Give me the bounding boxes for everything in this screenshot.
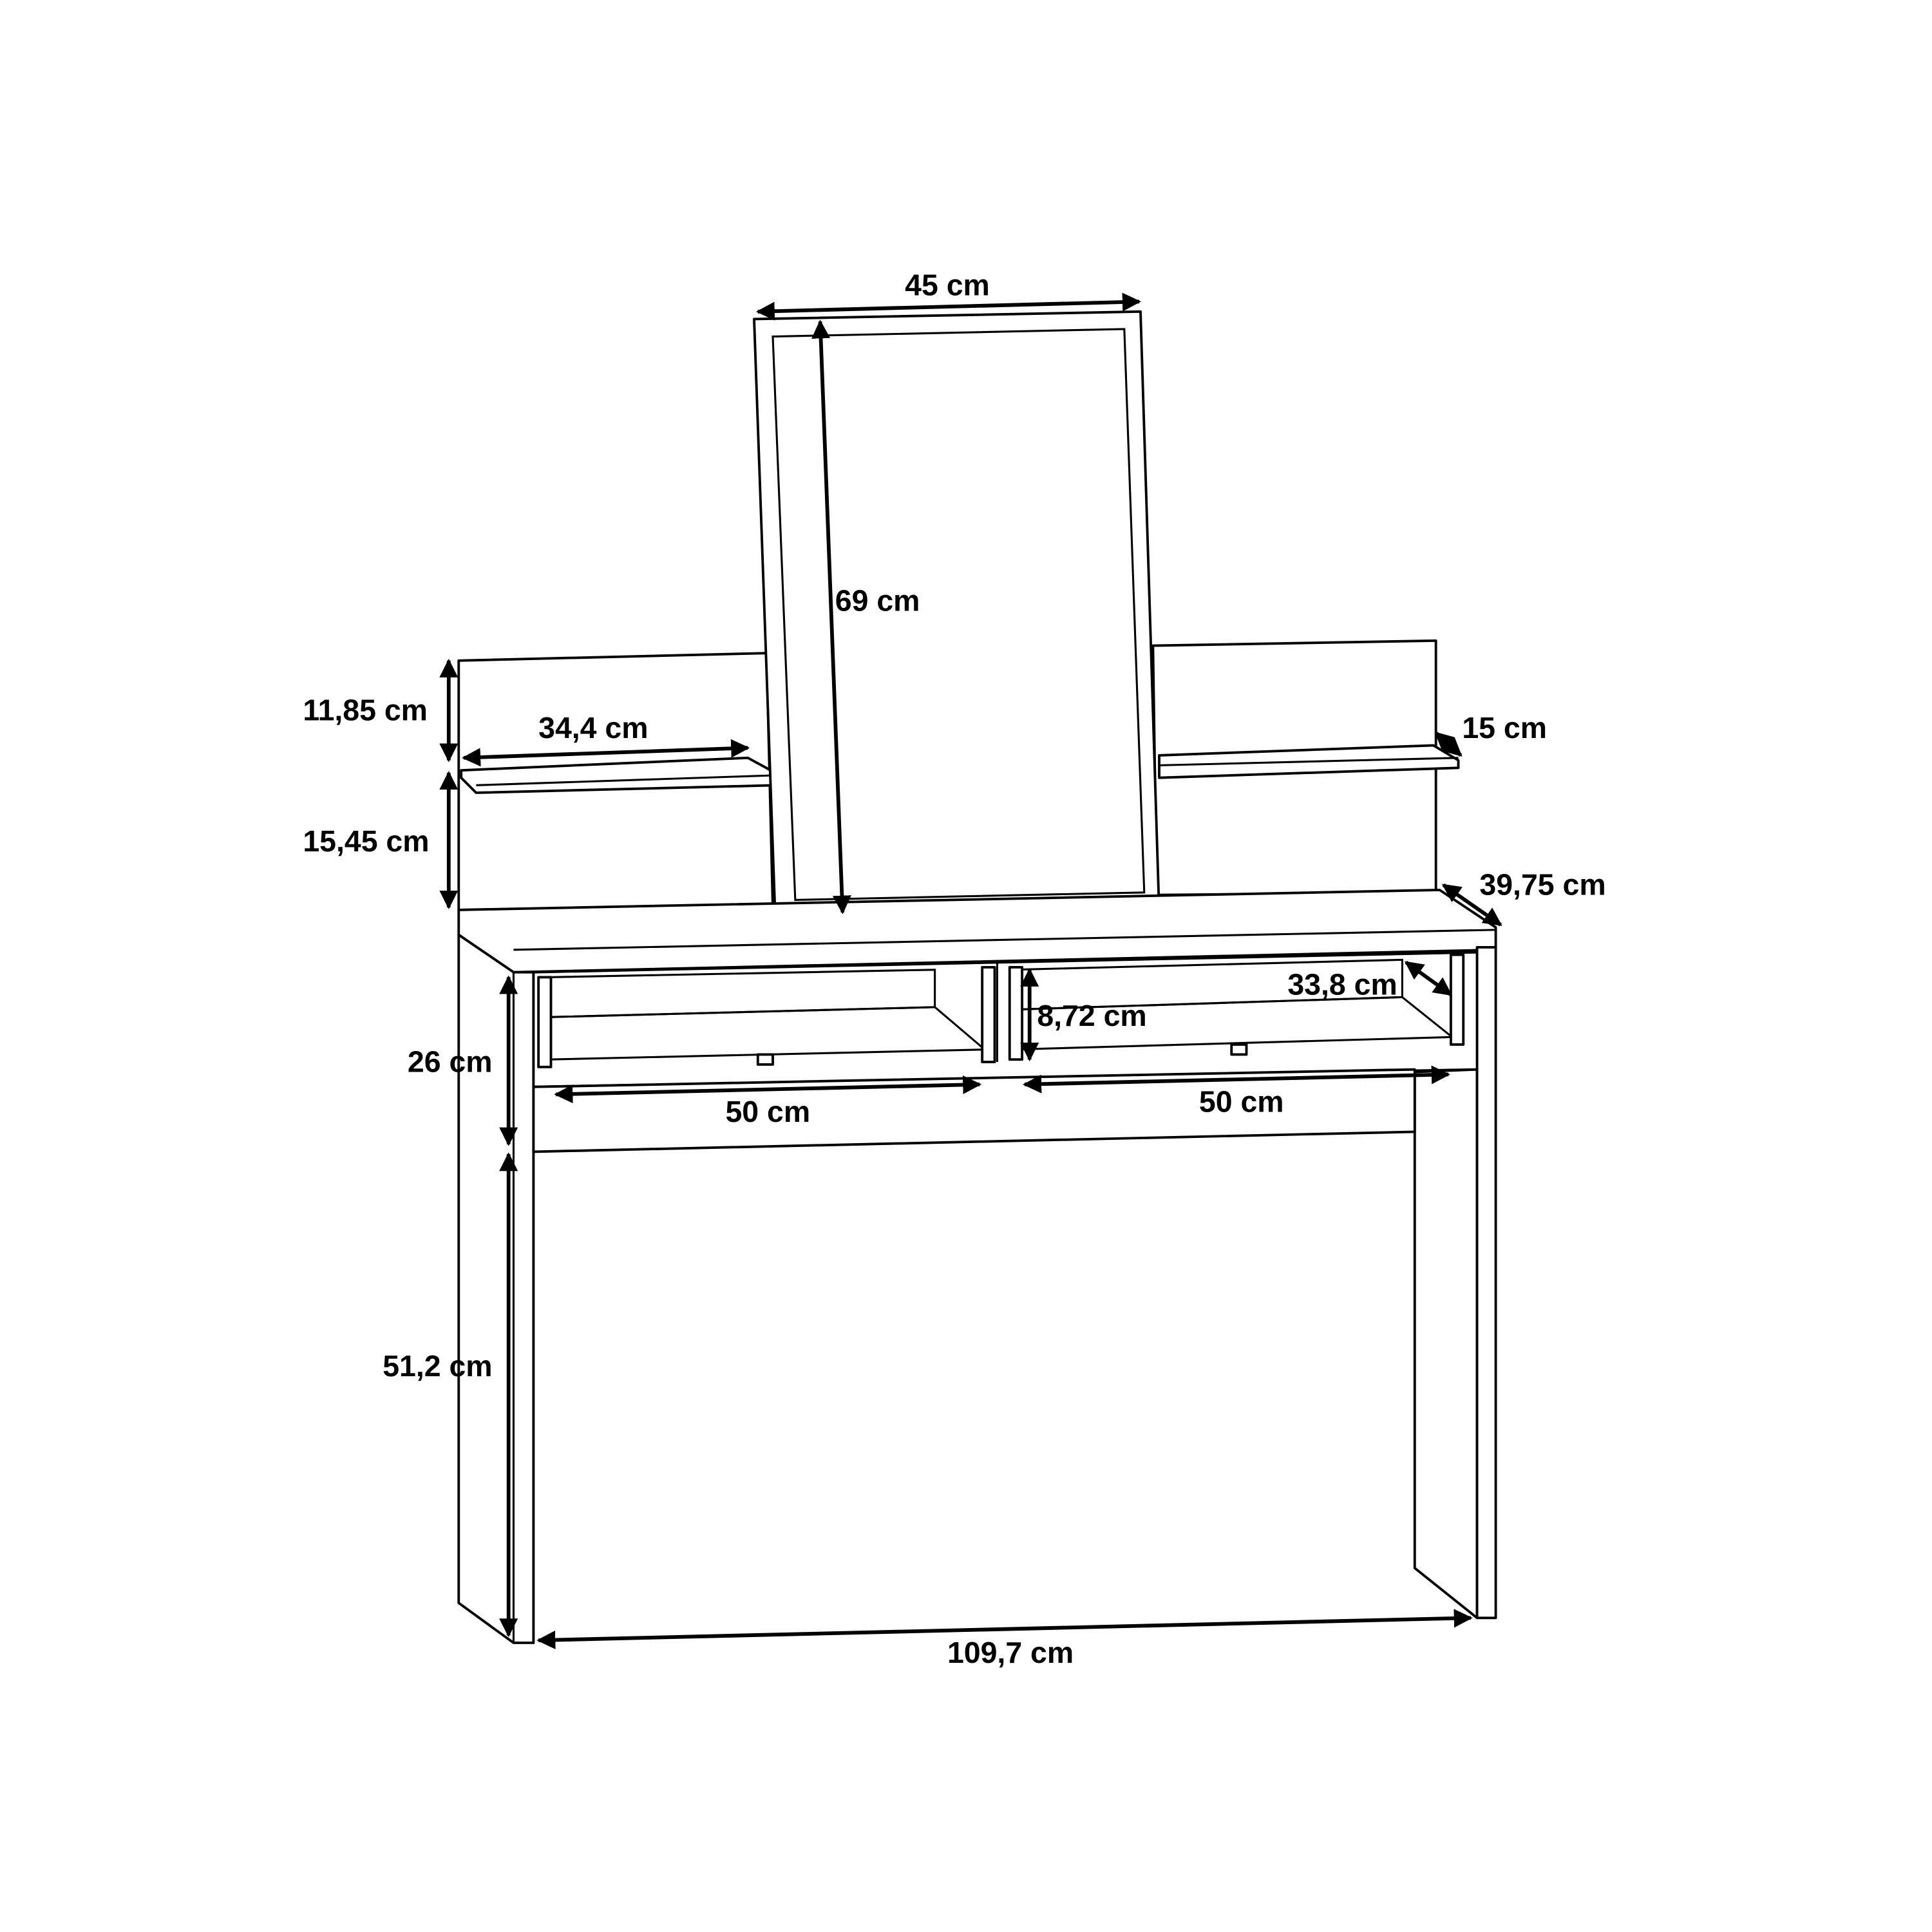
drawer-depth-label: 33,8 cm [1287, 968, 1397, 1001]
leg-height-label: 51,2 cm [383, 1349, 492, 1383]
drawer-right-width-label: 50 cm [1199, 1084, 1284, 1118]
apron-height-label: 26 cm [408, 1045, 493, 1079]
shelf-right [1158, 744, 1460, 779]
leg-left [457, 933, 535, 1644]
leg-right [1413, 946, 1497, 1620]
upper-back-height-label: 11,85 cm [303, 694, 428, 727]
lower-back-height-label: 15,45 cm [303, 824, 429, 858]
total-width-label: 109,7 cm [947, 1636, 1074, 1669]
drawer-height-label: 8,72 cm [1037, 999, 1146, 1032]
mirror-width-label: 45 cm [905, 269, 990, 302]
table-depth-label: 39,75 cm [1479, 868, 1605, 902]
drawer-left-width-label: 50 cm [725, 1095, 810, 1128]
shelf-width-label: 34,4 cm [538, 711, 648, 744]
mirror [753, 310, 1160, 920]
mirror-height-label: 69 cm [835, 583, 920, 617]
shelf-depth-label: 15 cm [1462, 711, 1547, 744]
